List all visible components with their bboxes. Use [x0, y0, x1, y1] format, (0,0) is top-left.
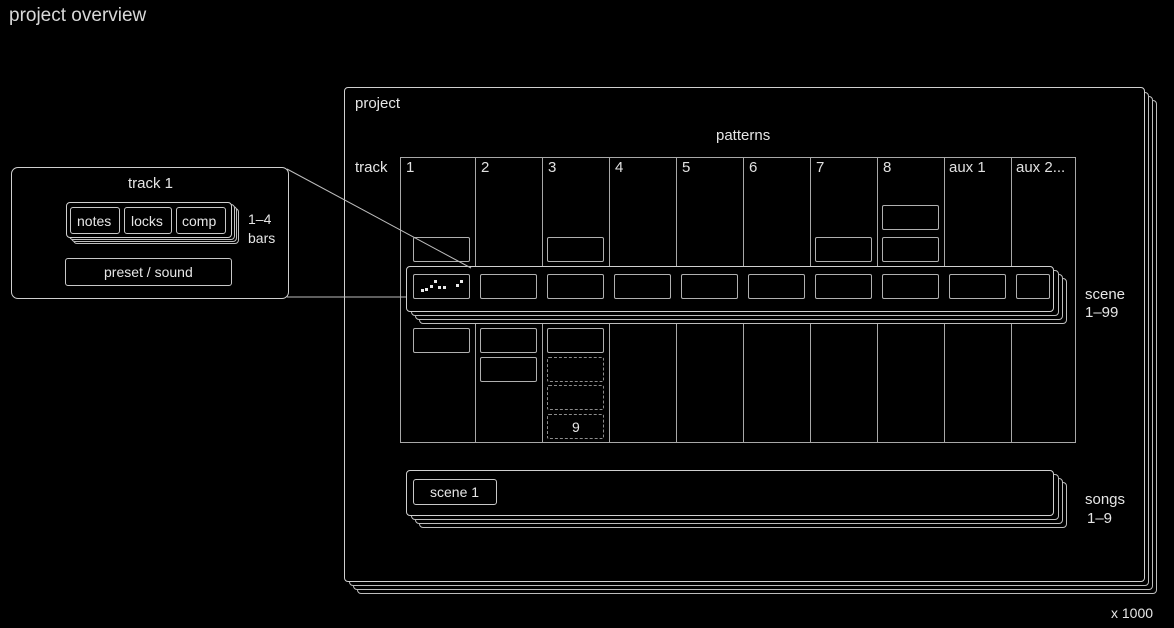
- pattern-slot: [480, 357, 537, 382]
- track-detail-title: track 1: [128, 175, 174, 192]
- patterns-label: patterns: [716, 127, 771, 144]
- track-label-aux-2: aux 2...: [1016, 159, 1066, 176]
- preset-sound-label: preset / sound: [104, 264, 193, 280]
- locks-chip: locks: [124, 207, 172, 234]
- scene-pattern-slot-4: [614, 274, 671, 299]
- scene-pattern-slot-2: [480, 274, 537, 299]
- track-label-2: 2: [481, 159, 490, 176]
- bars-label: bars: [248, 230, 276, 246]
- scene-pattern-slot-aux-1: [949, 274, 1006, 299]
- comp-chip: comp: [176, 207, 226, 234]
- locks-chip-label: locks: [131, 213, 163, 229]
- pattern-slot-dashed: [547, 414, 604, 439]
- preset-sound-box: preset / sound: [65, 258, 232, 286]
- track-label-4: 4: [615, 159, 624, 176]
- track-label-8: 8: [883, 159, 892, 176]
- pattern-slot: [413, 237, 470, 262]
- track-label-6: 6: [749, 159, 758, 176]
- bars-range-label: 1–4: [248, 211, 272, 227]
- track-label-7: 7: [816, 159, 825, 176]
- comp-chip-label: comp: [182, 213, 217, 229]
- song-row: [406, 470, 1054, 516]
- pattern-slot-number: 9: [572, 419, 580, 435]
- note-dots-icon: [413, 274, 470, 299]
- scene-range-label: 1–99: [1085, 304, 1119, 321]
- pattern-slot: [547, 328, 604, 353]
- scene-pattern-slot-aux-2: [1016, 274, 1050, 299]
- songs-label: songs: [1085, 491, 1126, 508]
- notes-chip-label: notes: [77, 213, 112, 229]
- scene-label: scene: [1085, 286, 1126, 303]
- pattern-slot-dashed: [547, 385, 604, 410]
- pattern-slot-dashed: [547, 357, 604, 382]
- songs-range-label: 1–9: [1087, 510, 1113, 527]
- scene-pattern-slot-5: [681, 274, 738, 299]
- track-header-label: track: [355, 159, 388, 176]
- scene-pattern-slot-7: [815, 274, 872, 299]
- scene-pattern-slot-3: [547, 274, 604, 299]
- track-label-1: 1: [406, 159, 415, 176]
- pattern-slot: [480, 328, 537, 353]
- pattern-slot: [413, 328, 470, 353]
- scene-pattern-slot-1: [413, 274, 470, 299]
- song-scene-item: scene 1: [413, 479, 497, 505]
- pattern-slot: [882, 237, 939, 262]
- project-label: project: [355, 95, 401, 112]
- track-label-5: 5: [682, 159, 691, 176]
- track-label-aux-1: aux 1: [949, 159, 986, 176]
- notes-chip: notes: [70, 207, 120, 234]
- page-title: project overview: [9, 5, 147, 26]
- pattern-slot: [882, 205, 939, 230]
- scene-pattern-slot-8: [882, 274, 939, 299]
- pattern-slot: [815, 237, 872, 262]
- pattern-slot: [547, 237, 604, 262]
- track-label-3: 3: [548, 159, 557, 176]
- scene-pattern-slot-6: [748, 274, 805, 299]
- project-multiplier: x 1000: [1111, 605, 1154, 621]
- song-scene-item-label: scene 1: [430, 484, 480, 500]
